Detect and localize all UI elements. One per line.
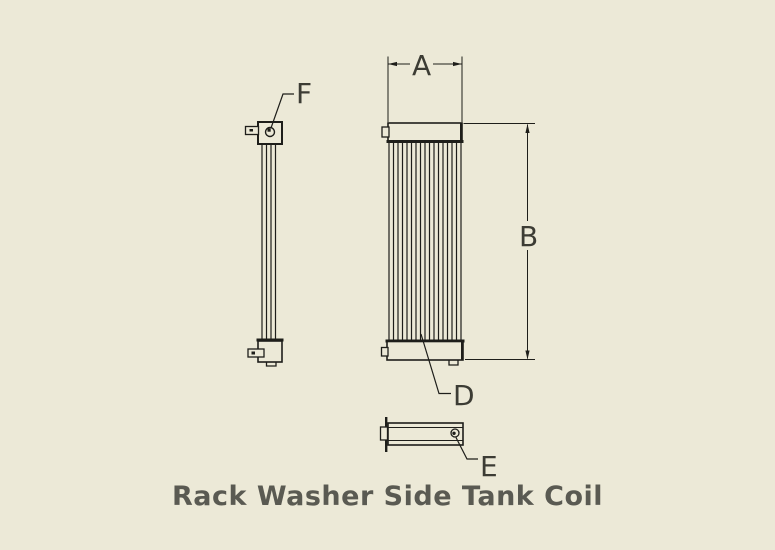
dim-b-arrow-top (525, 124, 530, 133)
front-bottom-tab (380, 346, 389, 357)
front-bottom-notch (448, 360, 459, 366)
dim-label-b: B (519, 220, 539, 253)
dim-label-e: E (480, 450, 498, 483)
leader-d (420, 333, 451, 395)
side-bottom-tab-mark (251, 351, 255, 355)
end-view (379, 417, 478, 460)
end-view-body (387, 422, 464, 446)
dim-label-d: D (453, 379, 475, 412)
end-view-port-mark (452, 431, 456, 435)
side-view-tubes (261, 144, 277, 340)
dimension-a (387, 56, 463, 122)
dim-a-arrow-left (388, 61, 397, 67)
front-view-bottom-header (380, 339, 465, 366)
front-view-top-header (381, 122, 464, 143)
leader-e (455, 437, 478, 460)
side-top-tab-mark (249, 129, 253, 132)
front-view (380, 122, 465, 395)
leader-f (270, 93, 294, 129)
side-view-top-fitting (244, 121, 283, 145)
side-view (244, 93, 294, 367)
side-top-port-mark (267, 128, 271, 132)
dim-label-f: F (296, 77, 313, 110)
front-top-tab (381, 126, 390, 138)
front-view-tubes (388, 142, 462, 341)
drawing-title: Rack Washer Side Tank Coil (171, 481, 604, 512)
dim-label-a: A (412, 49, 432, 82)
side-bottom-foot (265, 362, 277, 367)
dimension-b (463, 123, 535, 360)
dim-a-arrow-right (453, 61, 462, 67)
end-view-tab (379, 426, 389, 441)
side-bottom-tab (247, 348, 265, 358)
dim-b-arrow-bottom (525, 350, 530, 360)
side-view-bottom-fitting (247, 338, 284, 367)
